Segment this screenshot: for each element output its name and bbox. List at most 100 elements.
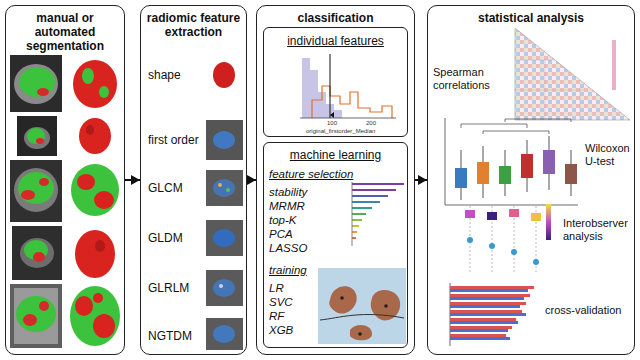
histogram bbox=[312, 86, 392, 118]
feature-importance bbox=[352, 182, 353, 246]
flow-arrow bbox=[415, 179, 427, 181]
feature-importance bbox=[352, 189, 396, 191]
feature-class: NGTDM bbox=[148, 330, 210, 344]
decision-boundary bbox=[384, 304, 388, 308]
mri-slices bbox=[14, 168, 58, 212]
correlation-heatmap bbox=[612, 40, 616, 90]
decision-boundary bbox=[320, 315, 404, 320]
cross-validation-bars bbox=[450, 318, 516, 321]
segmentation-3d bbox=[77, 174, 95, 190]
subsection-title: feature selection bbox=[269, 168, 369, 181]
mri-slices bbox=[39, 178, 49, 186]
segmentation-3d bbox=[95, 240, 105, 252]
mri-slices bbox=[14, 64, 58, 104]
interobserver-plot bbox=[546, 204, 551, 240]
panel-title: statistical analysis bbox=[428, 12, 634, 26]
mri-slices bbox=[20, 238, 54, 268]
segmentation-3d bbox=[79, 118, 111, 154]
boxplot bbox=[543, 150, 555, 174]
interobserver-plot bbox=[531, 213, 541, 221]
analysis-name: cross-validation bbox=[545, 304, 633, 317]
feature-importance bbox=[352, 219, 362, 221]
correlation-heatmap bbox=[515, 28, 630, 120]
feature-importance bbox=[352, 231, 357, 233]
analysis-name: Spearman correlations bbox=[433, 66, 513, 91]
feature-class: shape bbox=[148, 69, 210, 83]
analysis-name: Interobserver analysis bbox=[563, 217, 633, 242]
correlation-heatmap bbox=[580, 88, 581, 120]
feature-class: GLDM bbox=[148, 232, 210, 246]
mri-slices bbox=[19, 67, 55, 97]
cross-validation-bars bbox=[450, 297, 524, 300]
feature-thumbnails bbox=[206, 220, 243, 256]
segmentation-3d bbox=[73, 60, 117, 108]
mri-slices bbox=[33, 252, 45, 262]
cross-validation-bars bbox=[450, 326, 512, 329]
feature-importance bbox=[352, 183, 404, 185]
boxplot bbox=[477, 162, 489, 184]
method-name: MRMR bbox=[269, 200, 339, 213]
feature-thumbnails bbox=[213, 279, 235, 297]
mri-slices bbox=[17, 116, 57, 156]
panel-box: manual or automated segmentation bbox=[5, 5, 125, 355]
cross-validation-bars bbox=[450, 337, 510, 340]
segmentation-3d bbox=[94, 191, 114, 209]
feature-thumbnails bbox=[213, 62, 235, 88]
cross-validation-bars bbox=[450, 294, 530, 297]
cross-validation-bars bbox=[450, 286, 534, 289]
method-name: SVC bbox=[269, 296, 319, 309]
flow-arrow bbox=[125, 179, 140, 181]
cross-validation-bars bbox=[450, 321, 518, 324]
axis-tick: 200 bbox=[366, 120, 376, 126]
correlation-heatmap bbox=[515, 60, 552, 61]
feature-importance bbox=[352, 207, 372, 209]
mri-slices bbox=[23, 314, 37, 326]
feature-importance bbox=[352, 213, 366, 215]
histogram bbox=[310, 70, 318, 118]
histogram bbox=[334, 110, 342, 118]
interobserver-plot bbox=[509, 209, 519, 217]
segmentation-3d bbox=[93, 293, 103, 303]
feature-class: GLCM bbox=[148, 182, 210, 196]
cross-validation-bars bbox=[450, 302, 526, 305]
feature-thumbnails bbox=[226, 188, 230, 192]
boxplot bbox=[445, 118, 578, 205]
mri-slices bbox=[36, 138, 44, 144]
mri-slices bbox=[37, 88, 49, 96]
decision-boundary bbox=[318, 268, 406, 344]
correlation-heatmap bbox=[515, 28, 630, 120]
segmentation-3d bbox=[70, 60, 120, 346]
histogram bbox=[302, 58, 310, 118]
cross-validation-bars bbox=[450, 283, 534, 346]
interobserver-plot bbox=[465, 204, 551, 272]
feature-thumbnails bbox=[213, 179, 235, 197]
section-box: machine learningfeature selectionstabili… bbox=[263, 142, 408, 348]
correlation-heatmap bbox=[545, 60, 546, 120]
method-name: LASSO bbox=[269, 242, 339, 255]
method-name: stability bbox=[269, 186, 339, 199]
mri-slices bbox=[18, 172, 54, 204]
axis-label: original_firstorder_Median bbox=[306, 128, 375, 134]
feature-thumbnails bbox=[206, 62, 243, 350]
analysis-name: Wilcoxon U-test bbox=[585, 142, 635, 167]
segmentation-3d bbox=[82, 68, 94, 84]
mri-slices bbox=[24, 127, 50, 149]
feature-thumbnails bbox=[206, 120, 243, 160]
histogram bbox=[330, 54, 331, 118]
section-title: individual features bbox=[264, 35, 407, 49]
interobserver-plot bbox=[465, 210, 475, 218]
feature-thumbnails bbox=[213, 229, 235, 247]
feature-importance bbox=[352, 237, 356, 239]
feature-importance bbox=[352, 182, 404, 246]
interobserver-plot bbox=[487, 212, 497, 220]
mri-slices bbox=[10, 55, 62, 112]
feature-thumbnails bbox=[206, 270, 243, 306]
method-name: LR bbox=[269, 282, 319, 295]
boxplot bbox=[455, 168, 467, 188]
decision-boundary bbox=[329, 286, 356, 313]
feature-class: first order bbox=[148, 134, 210, 148]
interobserver-plot bbox=[467, 237, 473, 243]
interobserver-plot bbox=[511, 249, 517, 255]
feature-thumbnails bbox=[206, 170, 243, 206]
